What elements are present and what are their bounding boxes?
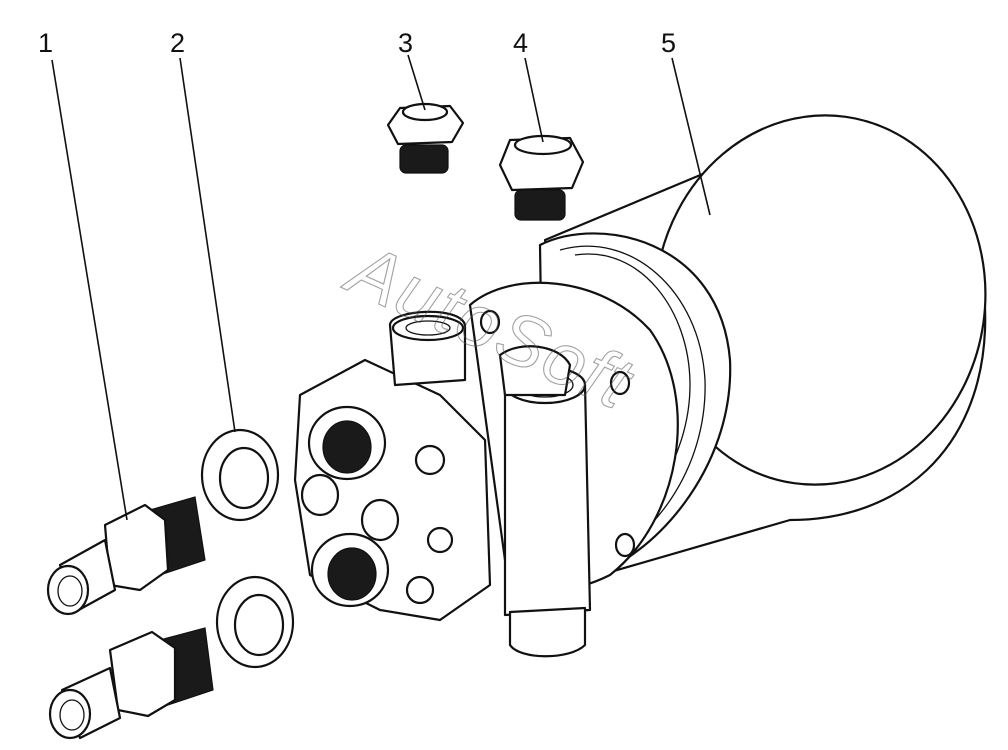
callout-1: 1 [38,28,53,58]
part-3-plug [386,102,465,174]
part-2-washers [200,428,295,669]
valve-head-block [293,310,592,658]
leader-line-3 [407,54,426,111]
part-5-housing [468,114,987,591]
callout-4: 4 [513,28,528,58]
leader-line-1 [51,59,128,521]
callout-3: 3 [398,28,413,58]
callout-2: 2 [170,28,185,58]
part-1-fittings [46,496,214,740]
leader-line-2 [179,57,236,433]
part-4-plug [498,134,585,221]
callout-5: 5 [661,28,676,58]
leader-lines [51,54,711,521]
leader-line-4 [524,57,544,143]
leader-line-5 [671,57,711,216]
